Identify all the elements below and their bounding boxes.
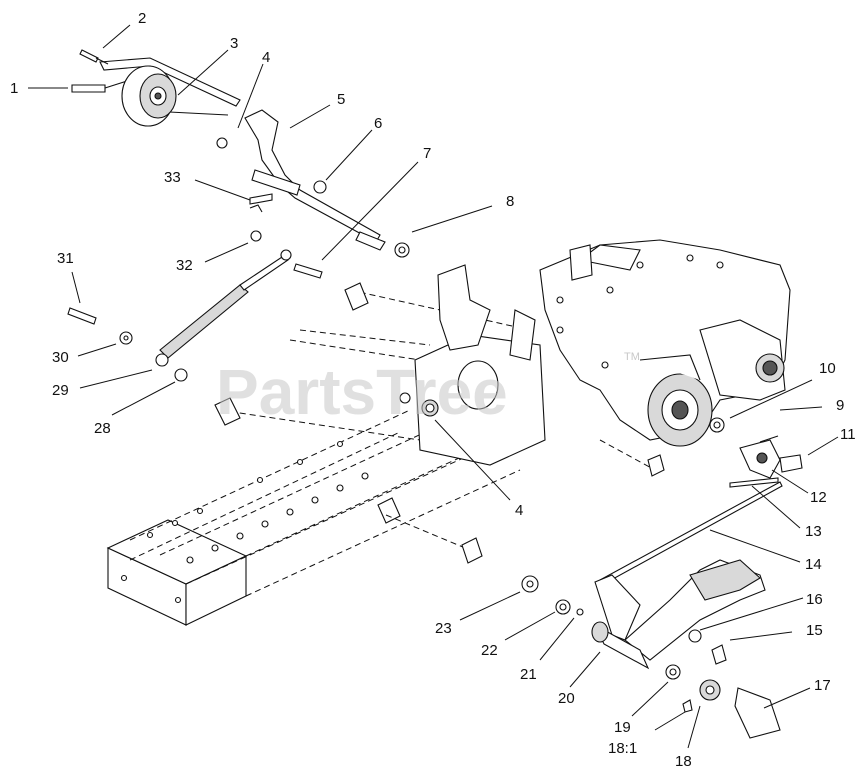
- callout-30: 30: [52, 349, 69, 366]
- watermark-text: PartsTree: [216, 356, 508, 428]
- damper-body: [159, 284, 249, 359]
- callout-13: 13: [805, 523, 822, 540]
- callout-5: 5: [337, 91, 345, 108]
- upper-bracket: [437, 264, 491, 351]
- callout-11: 11: [840, 426, 856, 443]
- washer-16: [688, 629, 702, 643]
- callout-29: 29: [52, 382, 69, 399]
- callout-33: 33: [164, 169, 181, 186]
- callout-6: 6: [374, 115, 382, 132]
- callout-28: 28: [94, 420, 111, 437]
- bracket-tab: [509, 309, 536, 361]
- callout-18-1: 18:1: [608, 740, 637, 757]
- callout-16: 16: [806, 591, 823, 608]
- callout-31: 31: [57, 250, 74, 267]
- tube-c: [385, 514, 471, 551]
- idler-arm-shaft: [251, 169, 301, 196]
- transaxle-assembly: [539, 239, 791, 447]
- callout-19: 19: [614, 719, 631, 736]
- nut-32: [250, 230, 262, 242]
- callout-3: 3: [230, 35, 238, 52]
- grip-17: [734, 687, 781, 739]
- callout-15: 15: [806, 622, 823, 639]
- callout-20: 20: [558, 690, 575, 707]
- callout-1: 1: [10, 80, 18, 97]
- frame-assembly: [106, 282, 665, 626]
- set-screw-18-1: [682, 699, 693, 713]
- tube-d-end: [647, 454, 665, 477]
- callout-8: 8: [506, 193, 514, 210]
- tube-end-b: [344, 282, 369, 311]
- callout-4-lower: 4: [515, 502, 523, 519]
- transaxle-bolts: [556, 254, 724, 369]
- bolt-31: [67, 307, 97, 325]
- pedal-bracket: [594, 574, 641, 641]
- nut-21: [576, 608, 584, 616]
- damper-rod-shaft: [239, 254, 289, 291]
- callout-2: 2: [138, 10, 146, 27]
- pin-15: [711, 644, 727, 665]
- plate-opening: [457, 360, 499, 410]
- leader-lines: [28, 24, 839, 749]
- belt-upper: [99, 57, 241, 107]
- brake-pedal: [594, 559, 781, 739]
- tube-end-a: [214, 397, 241, 426]
- idler-arm: [244, 109, 410, 258]
- nut-6: [313, 180, 327, 194]
- callout-4-upper: 4: [262, 49, 270, 66]
- callout-17: 17: [814, 677, 831, 694]
- tube-end-c: [377, 497, 401, 524]
- cotter-pin-9: [759, 435, 779, 443]
- callout-22: 22: [481, 642, 498, 659]
- damper-rod: [67, 230, 323, 382]
- idler-arm-body: [244, 109, 381, 243]
- ball-joint-top: [280, 249, 292, 261]
- callout-7: 7: [423, 145, 431, 162]
- bolt-7b: [293, 263, 323, 279]
- transaxle-top: [578, 244, 641, 271]
- frame-holes: [120, 440, 369, 604]
- pulley-nut: [216, 137, 228, 149]
- rod-14: [599, 481, 783, 586]
- bracket-plates: [399, 264, 546, 466]
- callout-14: 14: [805, 556, 822, 573]
- callout-9: 9: [836, 397, 844, 414]
- pivot-stack: [521, 575, 721, 713]
- pin-7: [355, 231, 386, 251]
- ball-joint-bottom: [155, 353, 169, 367]
- rail-top-edge: [289, 329, 431, 361]
- tube-c-end: [461, 537, 483, 564]
- belt-and-pulley: [71, 49, 241, 149]
- tube-d: [599, 439, 656, 471]
- callout-18: 18: [675, 753, 692, 770]
- pedal-pad: [689, 559, 761, 601]
- partstree-watermark: PartsTree TM: [216, 351, 640, 428]
- nut-28: [174, 368, 188, 382]
- belt: [71, 84, 106, 93]
- lower-linkage: [599, 417, 803, 586]
- watermark-tm: TM: [624, 351, 640, 363]
- callout-labels: 1 2 3 4 5 6 7 8 9 10 11 12 13 14 15 16 1…: [10, 10, 856, 770]
- left-rail: [129, 409, 431, 561]
- transaxle-boss: [569, 244, 593, 281]
- callout-10: 10: [819, 360, 836, 377]
- bolt-2: [79, 49, 99, 63]
- callout-23: 23: [435, 620, 452, 637]
- spring-pin-13: [729, 477, 779, 488]
- callout-12: 12: [810, 489, 827, 506]
- fitting-11: [779, 454, 803, 473]
- callout-32: 32: [176, 257, 193, 274]
- callout-21: 21: [520, 666, 537, 683]
- pin-33: [249, 193, 273, 205]
